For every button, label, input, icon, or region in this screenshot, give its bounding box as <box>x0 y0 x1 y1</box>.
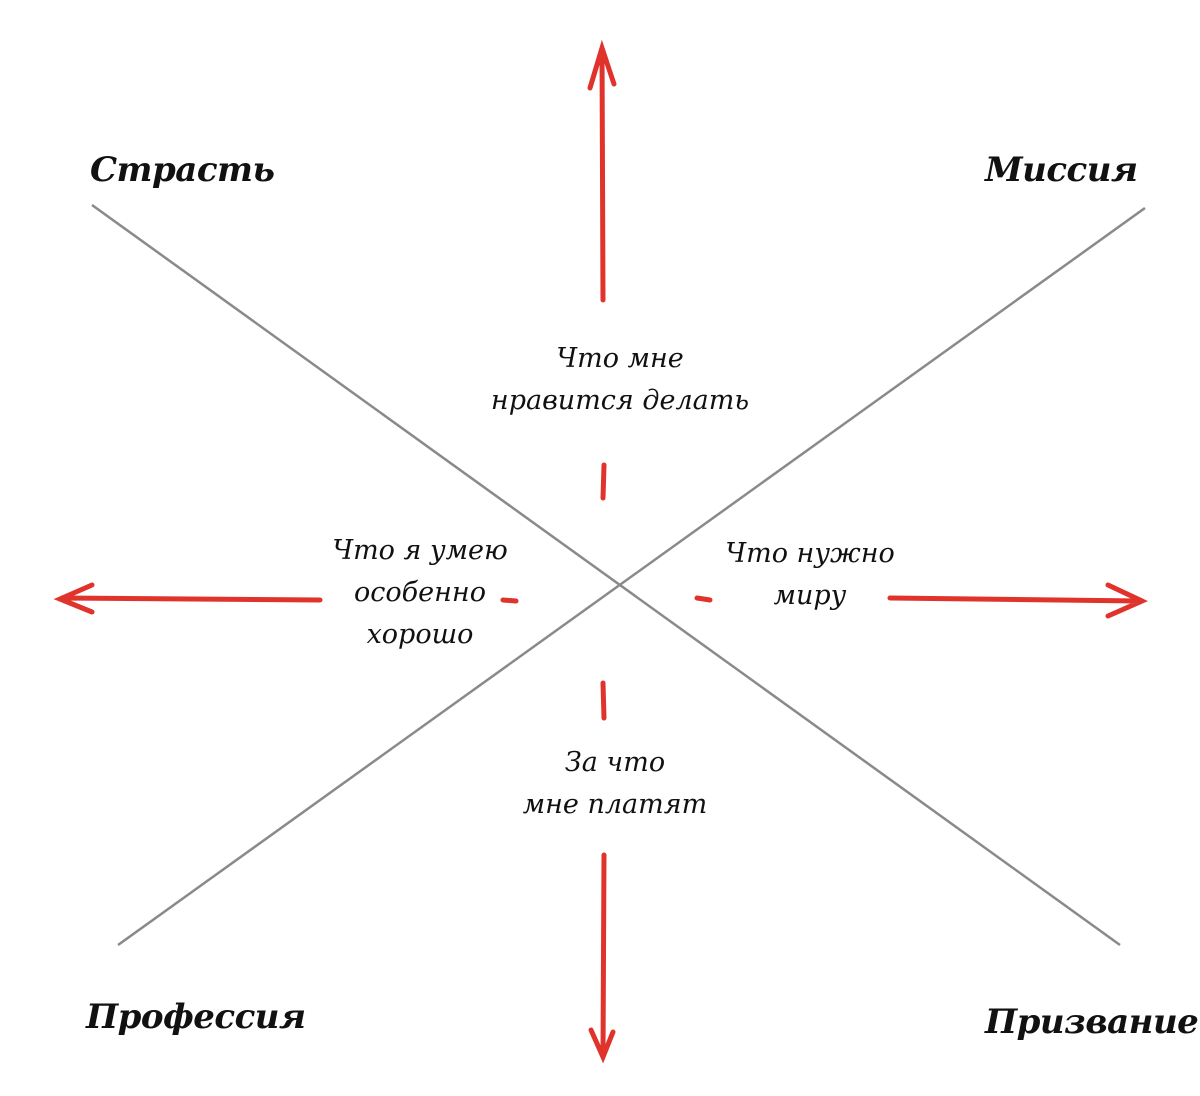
label-line: Что мне <box>556 343 684 374</box>
arrow-right <box>887 582 1149 619</box>
arrow-left <box>53 582 323 615</box>
dash-right <box>694 595 713 603</box>
label-right: Что нужно миру <box>700 533 920 617</box>
label-bottom: За что мне платят <box>490 742 740 826</box>
label-line: За что <box>564 747 666 778</box>
diagonal-line-tl-br <box>91 203 1121 947</box>
label-line: Что я умею <box>332 535 508 566</box>
corner-passion: Страсть <box>90 150 275 190</box>
label-line: Что нужно <box>725 538 895 569</box>
corner-profession: Профессия <box>86 997 306 1037</box>
diagonal-line-tr-bl <box>117 206 1146 947</box>
label-top: Что мне нравится делать <box>470 338 770 422</box>
label-line: особенно <box>354 577 486 608</box>
label-line: нравится делать <box>490 385 750 416</box>
label-line: миру <box>773 580 847 611</box>
corner-vocation: Призвание <box>985 1002 1199 1042</box>
label-left: Что я умею особенно хорошо <box>300 530 540 656</box>
label-line: хорошо <box>366 619 474 650</box>
dash-left <box>500 597 519 604</box>
label-line: мне платят <box>522 789 708 820</box>
arrow-up <box>587 39 617 303</box>
dash-bottom <box>600 680 607 721</box>
arrow-down <box>588 852 616 1064</box>
corner-mission: Миссия <box>985 150 1138 190</box>
dash-top <box>600 462 607 501</box>
